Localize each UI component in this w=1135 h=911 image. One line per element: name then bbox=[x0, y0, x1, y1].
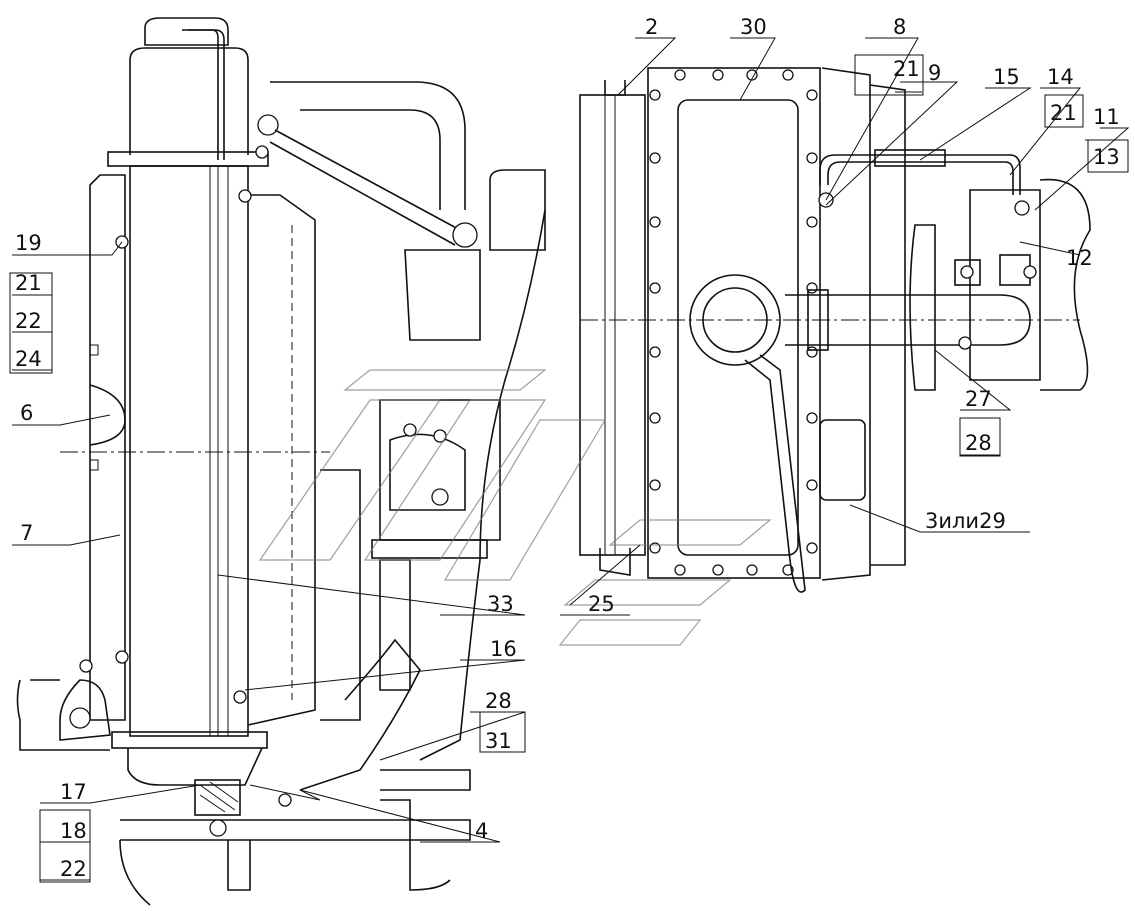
cover-bolts bbox=[649, 69, 818, 576]
callout-3-or-29: 3или29 bbox=[925, 509, 1006, 533]
callout-24: 24 bbox=[15, 347, 42, 371]
callout-28-right: 28 bbox=[965, 431, 992, 455]
callout-6: 6 bbox=[20, 401, 33, 425]
callout-21-right: 21 bbox=[1050, 101, 1077, 125]
engine-front-block bbox=[249, 169, 546, 891]
callout-9: 9 bbox=[928, 61, 941, 85]
callout-7: 7 bbox=[20, 521, 33, 545]
leader-lines bbox=[9, 37, 1130, 883]
callout-18: 18 bbox=[60, 819, 87, 843]
callout-13: 13 bbox=[1093, 145, 1120, 169]
callout-2: 2 bbox=[645, 15, 658, 39]
callout-22-bottom: 22 bbox=[60, 857, 87, 881]
callout-27: 27 bbox=[965, 387, 992, 411]
callout-28-left: 28 bbox=[485, 689, 512, 713]
callout-16: 16 bbox=[490, 637, 517, 661]
callout-11: 11 bbox=[1093, 105, 1120, 129]
callout-4: 4 bbox=[475, 819, 488, 843]
callout-17: 17 bbox=[60, 780, 87, 804]
callout-22-left: 22 bbox=[15, 309, 42, 333]
heat-exchanger-assembly bbox=[579, 67, 1091, 593]
callout-14: 14 bbox=[1047, 65, 1074, 89]
radiator-assembly bbox=[16, 17, 478, 906]
callout-30: 30 bbox=[740, 15, 767, 39]
callout-21-left: 21 bbox=[15, 271, 42, 295]
callout-31: 31 bbox=[485, 729, 512, 753]
watermark-logo bbox=[258, 369, 772, 646]
callout-labels: 2 30 8 21 9 15 14 21 11 13 12 19 21 22 2… bbox=[15, 15, 1120, 881]
callout-15: 15 bbox=[993, 65, 1020, 89]
callout-21-top: 21 bbox=[893, 57, 920, 81]
callout-25: 25 bbox=[588, 592, 615, 616]
callout-19: 19 bbox=[15, 231, 42, 255]
callout-33: 33 bbox=[487, 592, 514, 616]
callout-8: 8 bbox=[893, 15, 906, 39]
callout-12: 12 bbox=[1066, 246, 1093, 270]
